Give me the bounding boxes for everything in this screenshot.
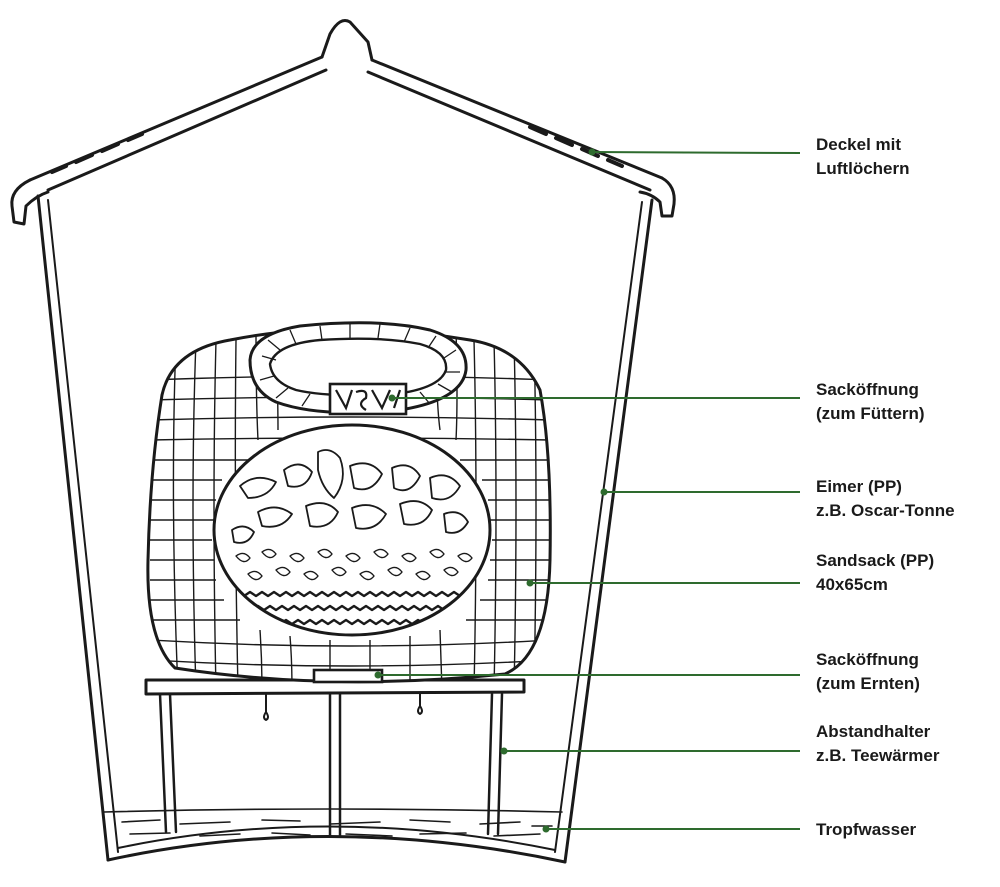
leader-lines [376, 151, 801, 830]
spacer-drip-1 [263, 693, 269, 721]
label-drip-water: Tropfwasser [816, 818, 916, 842]
bucket-lid [10, 19, 676, 226]
label-feed-opening: Sacköffnung (zum Füttern) [816, 378, 925, 426]
label-lid-line1: Deckel mit [816, 135, 902, 154]
spacer-leg-1 [158, 692, 178, 834]
label-lid: Deckel mit Luftlöchern [816, 133, 910, 181]
leader-lid [591, 151, 801, 154]
label-harvest-opening-line1: Sacköffnung [816, 650, 919, 669]
label-harvest-opening-line2: (zum Ernten) [816, 674, 920, 693]
bucket-bottom-inner [117, 825, 556, 851]
bucket-left-wall [36, 194, 110, 862]
bucket-right-wall [563, 198, 654, 864]
lid-right-rim [638, 176, 676, 218]
bucket-bottom [106, 835, 567, 864]
lid-handle [320, 19, 374, 62]
label-spacer-line1: Abstandhalter [816, 722, 931, 741]
spacer-leg-2 [328, 692, 342, 838]
spacer-leg-3 [486, 692, 504, 836]
label-drip-water-line1: Tropfwasser [816, 820, 917, 839]
air-holes [50, 125, 624, 174]
drip-water [103, 808, 563, 837]
spacer-stand [144, 678, 526, 838]
harvest-opening-closure [312, 668, 384, 684]
lid-left-rim [10, 178, 50, 226]
bucket-right-wall-inner [554, 201, 643, 853]
leader-dots [374, 148, 608, 833]
bucket-left-wall-inner [47, 199, 119, 853]
compost-content [231, 449, 473, 626]
label-feed-opening-line1: Sacköffnung [816, 380, 919, 399]
lid-roof-inner [46, 68, 652, 192]
label-sandbag-line1: Sandsack (PP) [816, 551, 935, 570]
feed-opening-ring [248, 321, 468, 415]
label-lid-line2: Luftlöchern [816, 159, 910, 178]
label-feed-opening-line2: (zum Füttern) [816, 404, 925, 423]
label-sandbag: Sandsack (PP) 40x65cm [816, 549, 934, 597]
sandbag [146, 321, 552, 684]
label-bucket-line2: z.B. Oscar-Tonne [816, 501, 955, 520]
compost-window [212, 423, 492, 637]
label-bucket: Eimer (PP) z.B. Oscar-Tonne [816, 475, 955, 523]
lid-roof-outer [28, 55, 664, 182]
label-bucket-line1: Eimer (PP) [816, 477, 902, 496]
label-spacer: Abstandhalter z.B. Teewärmer [816, 720, 939, 768]
label-sandbag-line2: 40x65cm [816, 575, 888, 594]
label-spacer-line2: z.B. Teewärmer [816, 746, 940, 765]
spacer-drip-2 [417, 693, 423, 715]
label-harvest-opening: Sacköffnung (zum Ernten) [816, 648, 920, 696]
